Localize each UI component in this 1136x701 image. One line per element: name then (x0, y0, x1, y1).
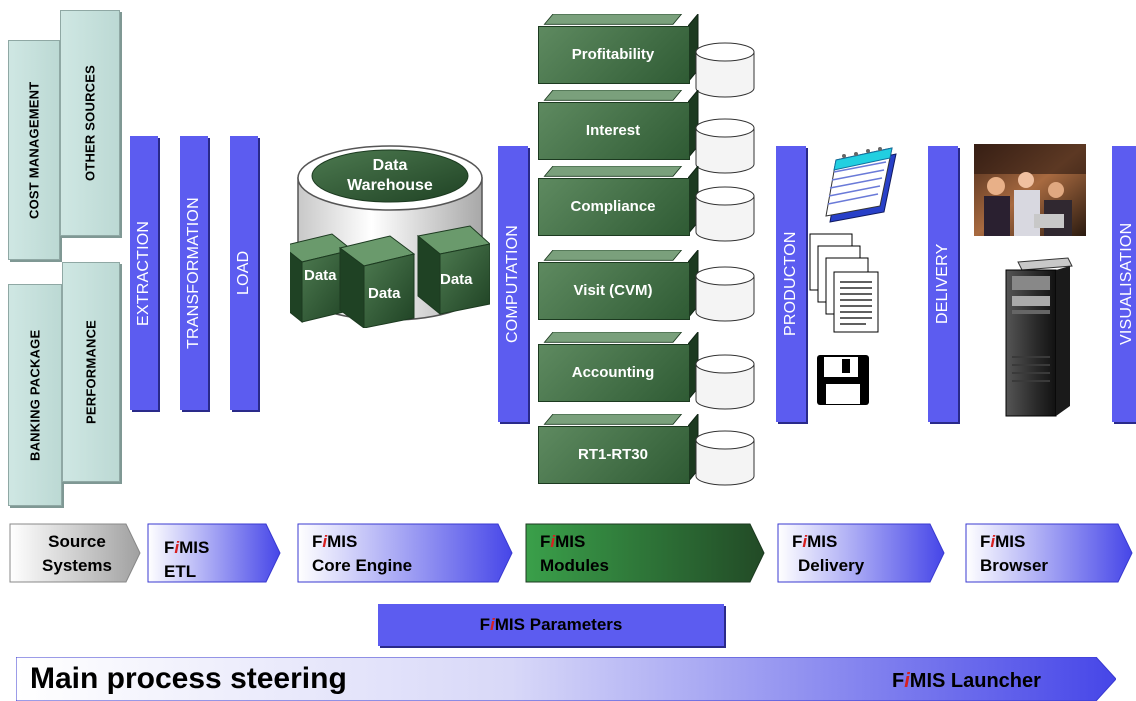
database-icon (695, 354, 755, 410)
load-label: LOAD (235, 250, 252, 296)
source-other-sources: OTHER SOURCES (60, 10, 120, 236)
module-label: Profitability (571, 45, 655, 63)
stage-fimis-etl (147, 523, 281, 583)
extraction-label: EXTRACTION (135, 220, 152, 326)
documents-icon (809, 233, 879, 333)
computation-label: COMPUTATION (504, 224, 521, 344)
warehouse-title-line2: Warehouse (347, 177, 433, 194)
module-accounting: Accounting (538, 332, 758, 412)
transformation-bar: TRANSFORMATION (180, 136, 208, 410)
brand: FiMIS (792, 532, 838, 551)
database-icon (695, 42, 755, 98)
stage-modules-sub: Modules (540, 556, 609, 575)
module-label: Compliance (570, 197, 656, 215)
stage-delivery-sub: Delivery (798, 556, 865, 575)
brand: FiMIS (980, 532, 1026, 551)
launcher-suffix: Launcher (950, 670, 1041, 692)
source-label: OTHER SOURCES (82, 65, 98, 182)
source-label: BANKING PACKAGE (27, 329, 43, 461)
floppy-disk-icon (817, 355, 869, 405)
production-bar: PRODUCTON (776, 146, 806, 422)
launcher-label: FiMIS Launcher (892, 670, 1041, 692)
module-interest: Interest (538, 90, 758, 174)
stage-fimis-core-engine (297, 523, 513, 583)
stage-fimis-modules (525, 523, 765, 583)
stage-modules-text: FiMIS Modules (540, 530, 609, 578)
database-icon (695, 186, 755, 242)
stage-browser-sub: Browser (980, 556, 1049, 575)
extraction-bar: EXTRACTION (130, 136, 158, 410)
source-performance: PERFORMANCE (62, 262, 120, 482)
source-label: COST MANAGEMENT (26, 81, 42, 219)
data-cube-center (338, 235, 416, 328)
main-process-steering-arrow (16, 657, 1116, 701)
brand: FiMIS (479, 615, 525, 634)
steering-title: Main process steering (30, 662, 347, 695)
module-rt1-rt30: RT1-RT30 (538, 414, 758, 494)
module-compliance: Compliance (538, 166, 758, 246)
visualisation-bar: VISUALISATION (1112, 146, 1136, 422)
delivery-bar: DELIVERY (928, 146, 958, 422)
cube-label-1: Data (304, 267, 337, 284)
brand: FiMIS (312, 532, 358, 551)
stage-etl-sub: ETL (164, 562, 197, 581)
data-warehouse-cylinder: Data Warehouse Data Data Data (290, 145, 490, 328)
database-icon (695, 430, 755, 486)
server-tower-icon (1005, 257, 1073, 417)
module-label: Interest (585, 121, 641, 139)
delivery-label: DELIVERY (934, 243, 951, 325)
visualisation-label: VISUALISATION (1118, 222, 1135, 346)
data-cube-right (416, 225, 490, 316)
stage-arrows (9, 523, 1133, 583)
warehouse-title-line1: Data (373, 157, 408, 174)
source-cost-management: COST MANAGEMENT (8, 40, 60, 260)
stage-fimis-browser (965, 523, 1133, 583)
module-label: Visit (CVM) (573, 281, 653, 299)
parameters-label: Parameters (529, 615, 623, 634)
load-bar: LOAD (230, 136, 258, 410)
brand: FiMIS (164, 538, 210, 557)
module-visit-cvm: Visit (CVM) (538, 250, 758, 330)
stage-source-systems (9, 523, 141, 583)
stage-delivery-text: FiMIS Delivery (792, 530, 864, 578)
stage-core-sub: Core Engine (312, 556, 413, 575)
stage-fimis-delivery (777, 523, 945, 583)
transformation-label: TRANSFORMATION (185, 197, 202, 349)
fimis-parameters-bar: FiMIS Parameters (378, 604, 724, 646)
module-label: Accounting (571, 363, 655, 381)
stage-source-text: Source Systems (22, 530, 132, 578)
source-banking-package: BANKING PACKAGE (8, 284, 62, 506)
database-icon (695, 266, 755, 322)
brand: FiMIS (540, 532, 586, 551)
module-profitability: Profitability (538, 14, 758, 98)
database-icon (695, 118, 755, 174)
cube-label-3: Data (440, 271, 473, 288)
source-label: PERFORMANCE (83, 319, 99, 425)
computation-bar: COMPUTATION (498, 146, 528, 422)
stage-browser-text: FiMIS Browser (980, 530, 1048, 578)
stage-etl-text: FiMIS ETL (164, 536, 209, 584)
business-people-photo (974, 144, 1086, 236)
notepad-icon (825, 147, 897, 223)
stage-source-line1: Source (48, 532, 106, 551)
cube-label-2: Data (368, 285, 401, 302)
module-label: RT1-RT30 (577, 445, 648, 463)
stage-source-line2: Systems (42, 556, 112, 575)
production-label: PRODUCTON (782, 231, 799, 337)
stage-core-text: FiMIS Core Engine (312, 530, 412, 578)
